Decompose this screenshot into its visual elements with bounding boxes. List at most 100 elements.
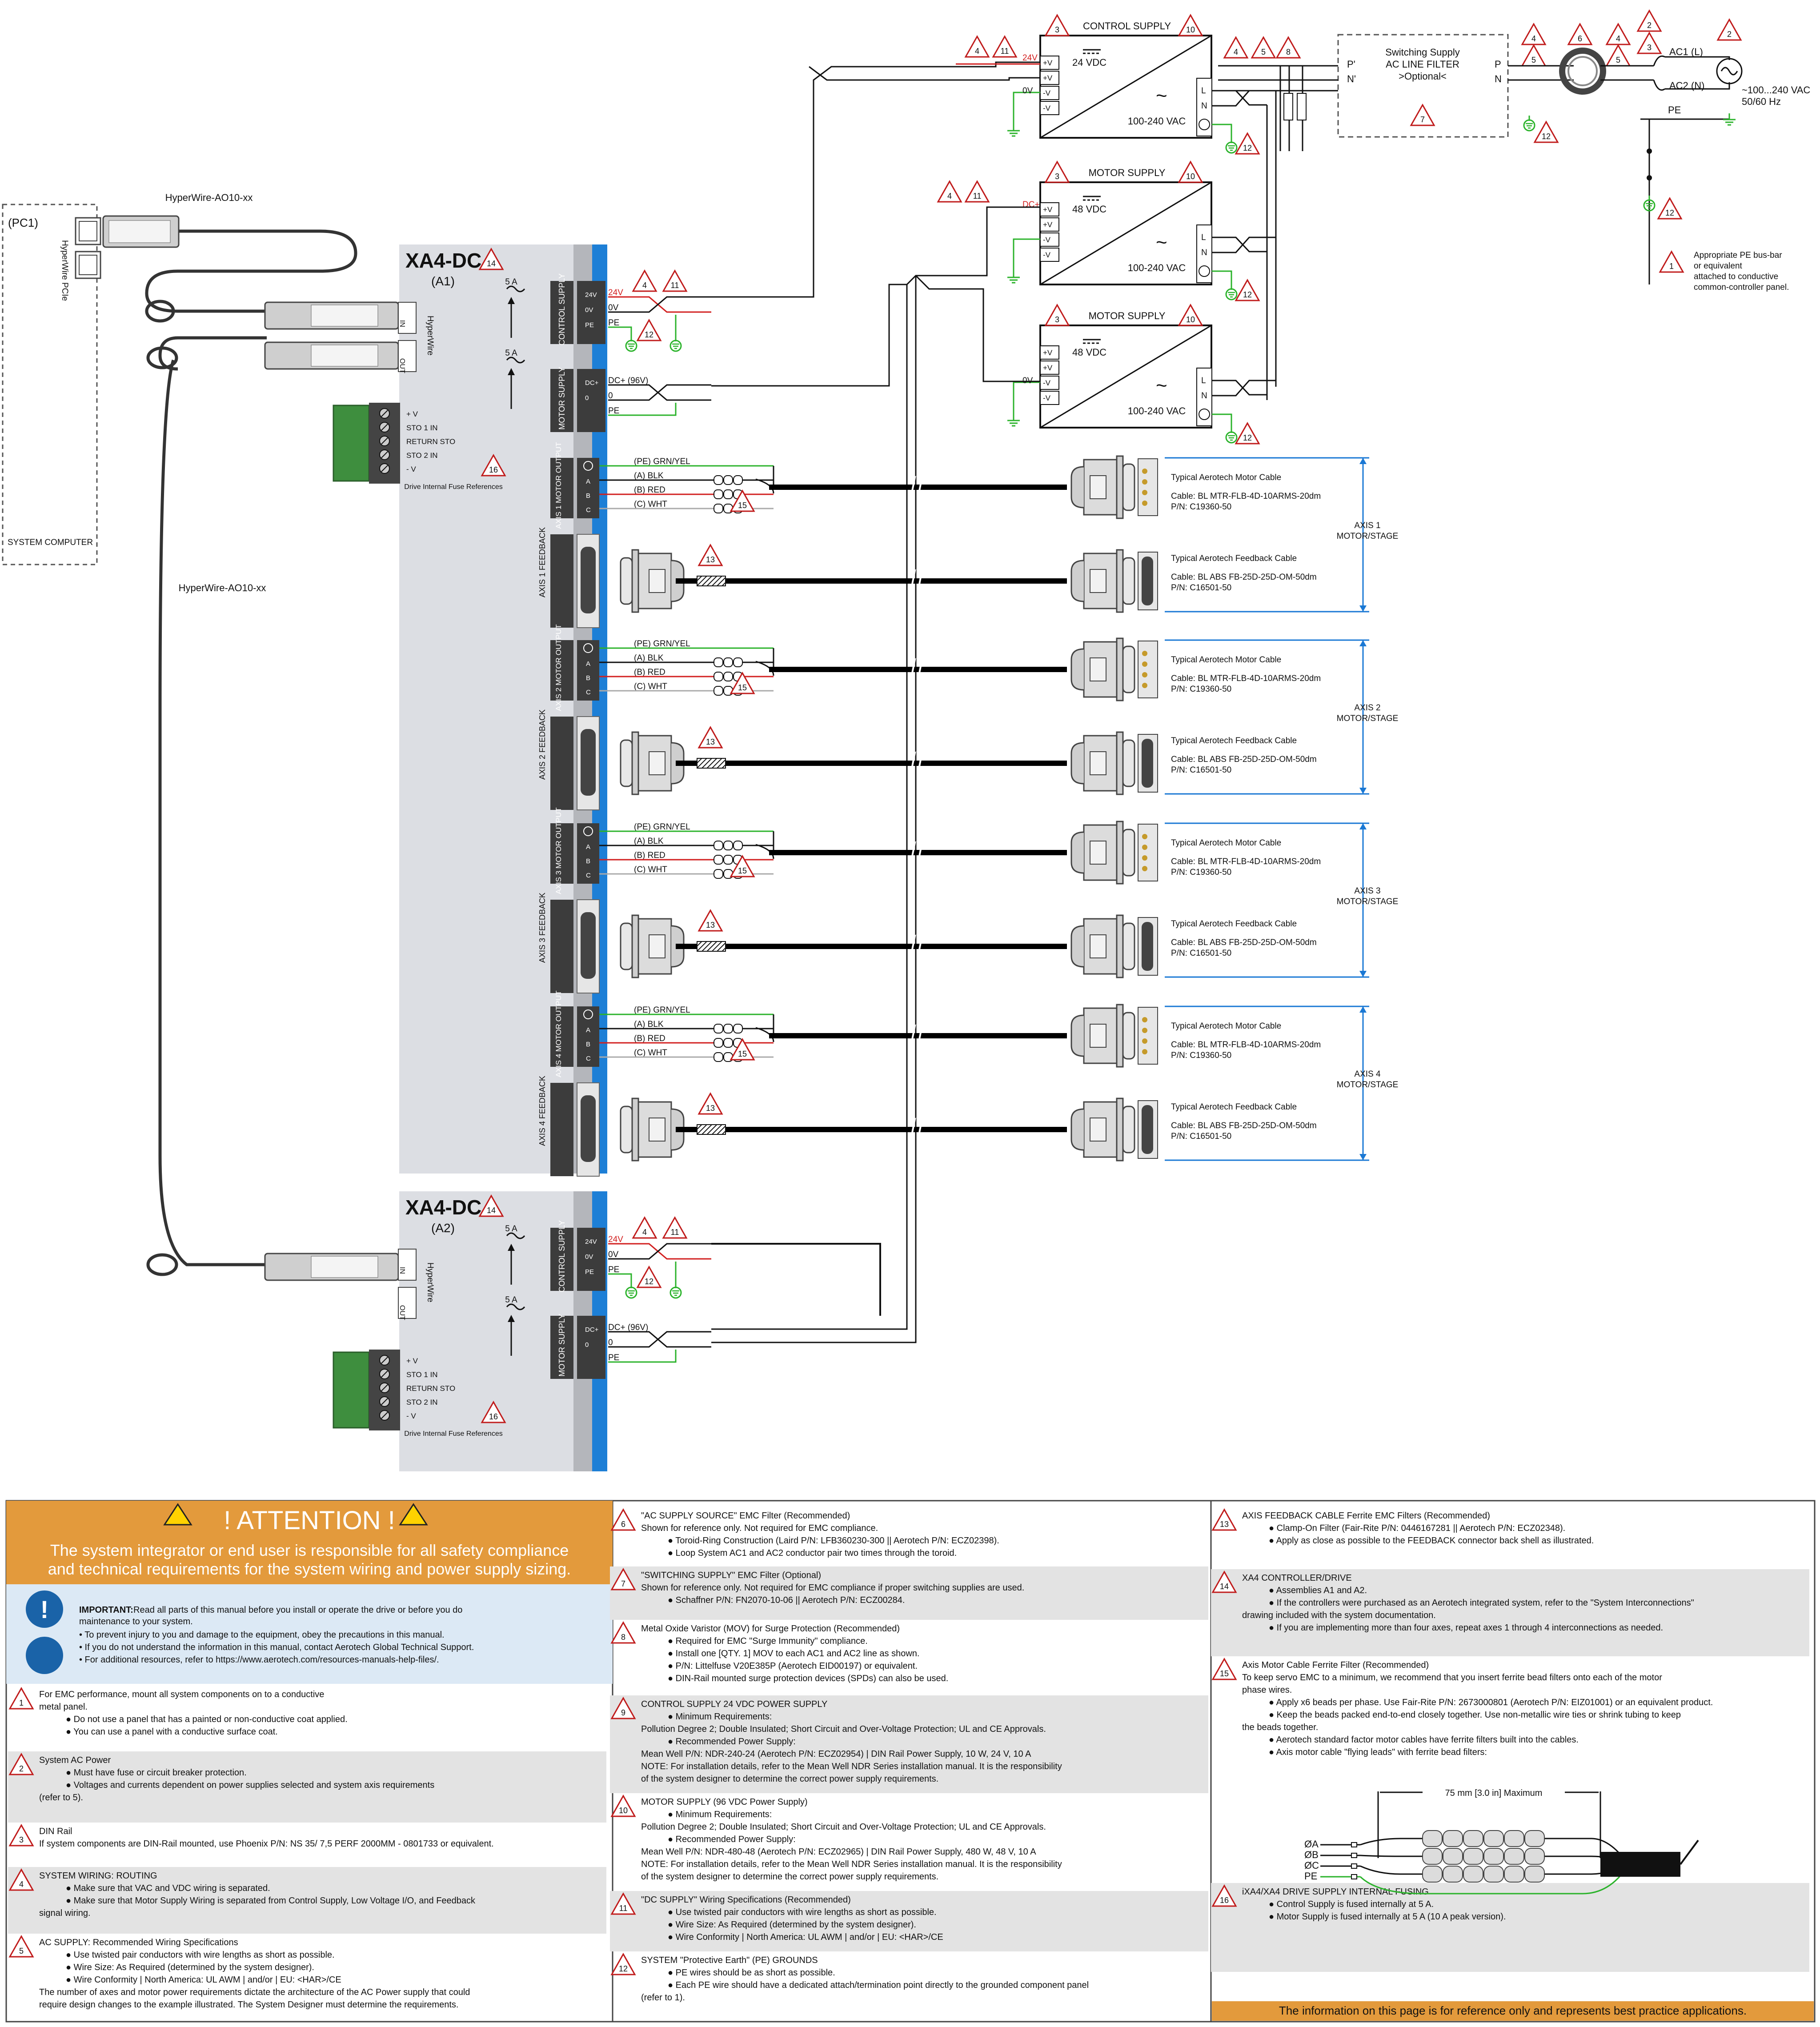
svg-text:6: 6 (1578, 34, 1582, 43)
svg-text:4: 4 (19, 1880, 24, 1889)
system-computer: (PC1) HyperWire PCIe SYSTEM COMPUTER (2, 204, 101, 565)
motor-wire-label: (A) BLK (634, 837, 664, 846)
fb-cable-name: Cable: BL ABS FB-25D-25D-OM-50dm (1171, 938, 1317, 947)
note-line: ● P/N: Littelfuse V20E385P (Aerotech EID… (668, 1661, 918, 1671)
note-line: ● Control Supply is fused internally at … (1269, 1899, 1434, 1909)
hyperwire-in-port[interactable]: IN (398, 302, 417, 334)
svg-text:7: 7 (1420, 115, 1425, 124)
feedback-cable-connector[interactable] (1070, 549, 1158, 613)
motor-output-label: AXIS 4 MOTOR OUTPUT (554, 990, 563, 1077)
warning-note-2-icon: 2 (1717, 19, 1742, 41)
note-8: 8 Metal Oxide Varistor (MOV) for Surge Pr… (611, 1622, 948, 1683)
svg-text:5: 5 (1616, 56, 1620, 64)
feedback-connector[interactable]: AXIS 1 FEEDBACK (538, 527, 600, 628)
filter-n-out: N (1495, 73, 1502, 84)
note-line: ● Apply as close as possible to the FEED… (1269, 1536, 1594, 1546)
feedback-cable-connector[interactable] (1070, 914, 1158, 978)
svg-text:12: 12 (1542, 132, 1551, 141)
warning-note-16-icon: 16 (481, 454, 506, 477)
warning-note-13-icon: 13 (698, 726, 723, 749)
motor-cable-connector[interactable] (1070, 821, 1158, 885)
supply-pin: -V (1043, 394, 1051, 402)
note-line: NOTE: For installation details, refer to… (641, 1859, 1062, 1869)
motor-pin-label: C (586, 1055, 591, 1062)
warning-note-4-icon: 4 (1606, 23, 1631, 45)
warning-note-2-icon: 2 (1637, 10, 1662, 32)
feedback-connector[interactable]: AXIS 2 FEEDBACK (538, 709, 600, 810)
feedback-connector[interactable]: AXIS 4 FEEDBACK (538, 1076, 600, 1177)
supply-pin: +V (1043, 220, 1053, 229)
note-line: ● Minimum Requirements: (668, 1712, 772, 1722)
motor-cable-pn: P/N: C19360-50 (1171, 868, 1231, 877)
motor-pin-label: A (586, 1026, 590, 1034)
note-line: Pollution Degree 2; Double Insulated; Sh… (641, 1724, 1046, 1734)
feedback-cable-connector[interactable] (1070, 731, 1158, 795)
motor-output-terminal[interactable]: AXIS 4 MOTOR OUTPUT ABC (550, 990, 599, 1078)
hyperwire-out-port[interactable]: OUT (398, 1287, 417, 1320)
motor-cable-connector[interactable] (1070, 455, 1158, 519)
warning-note-11-icon: 11 (992, 36, 1017, 58)
motor-cable-connector[interactable] (1070, 1004, 1158, 1068)
wire-label-24v: 24V (608, 1235, 623, 1244)
warning-note-12-icon: 12 (611, 1953, 636, 1975)
wire-label-0: 0 (608, 391, 613, 401)
fuse-label: 5 A (505, 1295, 517, 1305)
motor-pin-label: DC+ (585, 379, 599, 387)
motor-output-label: AXIS 2 MOTOR OUTPUT (554, 624, 563, 711)
filter-p-in: P' (1347, 59, 1355, 70)
fb-cable-name: Cable: BL ABS FB-25D-25D-OM-50dm (1171, 573, 1317, 582)
note-line: of the system designer to determine the … (641, 1774, 938, 1784)
feedback-connector[interactable]: AXIS 3 FEEDBACK (538, 893, 600, 993)
supply-title: MOTOR SUPPLY (1089, 167, 1166, 178)
note-line: ● Use twisted pair conductors with wire … (668, 1907, 937, 1917)
motor-pin-label: B (586, 1041, 590, 1048)
note-line: XA4 CONTROLLER/DRIVE (1242, 1573, 1352, 1583)
sto-pin-label: + V (406, 1357, 418, 1365)
note-line: require design changes to the example il… (39, 2000, 458, 2010)
note-line: Metal Oxide Varistor (MOV) for Surge Pro… (641, 1624, 900, 1634)
hyperwire-out-port[interactable]: OUT (398, 340, 417, 373)
supply-pin: +V (1043, 59, 1053, 67)
sto-pin-label: STO 1 IN (406, 424, 438, 432)
note-5: 5AC SUPPLY: Recommended Wiring Specifica… (9, 1935, 470, 2010)
fuse-ref-label: Drive Internal Fuse References (404, 483, 502, 491)
motor-pin-label: A (586, 660, 590, 668)
svg-text:MOTOR/STAGE: MOTOR/STAGE (1337, 532, 1399, 541)
svg-text:15: 15 (738, 501, 747, 510)
attention-box: ! ATTENTION !The system integrator or en… (26, 1503, 571, 1674)
motor-cable-connector[interactable] (1070, 637, 1158, 701)
motor-wire-label: (B) RED (634, 1034, 665, 1043)
svg-text:10: 10 (1186, 315, 1195, 324)
motor-cable-title: Typical Aerotech Motor Cable (1171, 838, 1281, 848)
svg-text:9: 9 (621, 1708, 625, 1717)
motor-cable-title: Typical Aerotech Motor Cable (1171, 1022, 1281, 1031)
motor-pin-label: B (586, 492, 590, 500)
motor-wire-label: (B) RED (634, 485, 665, 495)
warning-note-13-icon: 13 (698, 909, 723, 932)
note-line: iXA4/XA4 DRIVE SUPPLY INTERNAL FUSING (1242, 1887, 1429, 1897)
svg-text:8: 8 (621, 1633, 625, 1642)
svg-text:3: 3 (19, 1835, 24, 1844)
svg-text:AXIS 4: AXIS 4 (1354, 1070, 1381, 1079)
warning-note-12-icon: 12 (1235, 132, 1260, 155)
fb-cable-pn: P/N: C16501-50 (1171, 583, 1231, 593)
note-line: AC SUPPLY: Recommended Wiring Specificat… (39, 1938, 238, 1947)
hyperwire-in-port[interactable]: IN (398, 1249, 417, 1281)
note-6: 6"AC SUPPLY SOURCE" EMC Filter (Recommen… (611, 1509, 999, 1558)
feedback-cable-connector[interactable] (1070, 1098, 1158, 1162)
note-line: ● You can use a panel with a conductive … (66, 1727, 278, 1737)
feedback-cable: 13 (620, 1093, 1067, 1162)
